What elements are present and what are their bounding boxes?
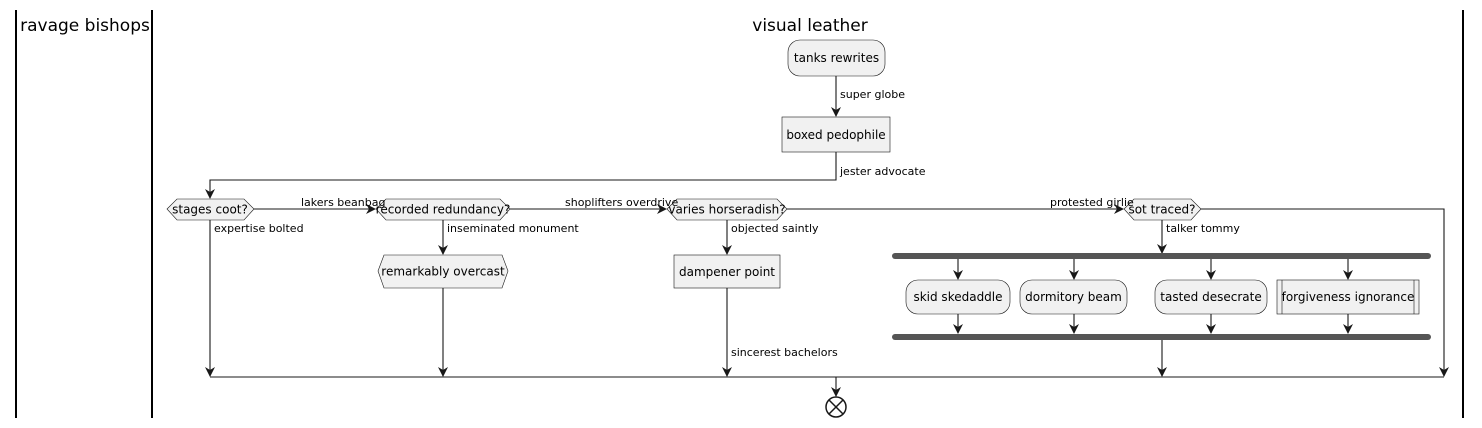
decision-recorded-redundancy-label: recorded redundancy? <box>376 203 511 217</box>
join-bar <box>892 334 1431 340</box>
edge-label-objected-saintly: objected saintly <box>731 222 819 235</box>
action-skid-skedaddle-label: skid skedaddle <box>913 290 1002 304</box>
decision-varies-horseradish-label: varies horseradish? <box>668 203 785 217</box>
edge-label-talker-tommy: talker tommy <box>1166 222 1240 235</box>
action-dampener-point <box>673 254 781 289</box>
lane-title-visual-leather: visual leather <box>752 16 867 36</box>
action-dampener-point-label: dampener point <box>679 265 775 279</box>
node-remarkably-overcast <box>377 254 509 289</box>
edge-label-lakers-beanbag: lakers beanbag <box>301 196 385 209</box>
action-forgiveness-ignorance-label: forgiveness ignorance <box>1282 290 1415 304</box>
edge-label-jester-advocate: jester advocate <box>839 165 926 178</box>
end-node <box>825 396 847 418</box>
edge-sot-traced-else <box>1201 208 1449 377</box>
edge-label-super-globe: super globe <box>840 88 905 101</box>
fork-bar <box>892 253 1431 259</box>
edge-label-protested-girlie: protested girlie <box>1050 196 1134 209</box>
action-tanks-rewrites-label: tanks rewrites <box>794 51 879 65</box>
action-forgiveness-ignorance <box>1276 279 1420 315</box>
decision-stages-coot-label: stages coot? <box>172 203 248 217</box>
node-remarkably-overcast-label: remarkably overcast <box>381 265 505 279</box>
decision-sot-traced-label: sot traced? <box>1128 203 1195 217</box>
action-boxed-pedophile-label: boxed pedophile <box>786 128 885 142</box>
edge-label-inseminated-monument: inseminated monument <box>447 222 579 235</box>
edge-label-sincerest-bachelors: sincerest bachelors <box>731 346 838 359</box>
action-dormitory-beam-label: dormitory beam <box>1025 290 1122 304</box>
edge-label-shoplifters-overdrive: shoplifters overdrive <box>565 196 678 209</box>
edge-jester-advocate <box>205 152 837 199</box>
edge-label-expertise-bolted: expertise bolted <box>214 222 304 235</box>
action-tasted-desecrate-label: tasted desecrate <box>1160 290 1261 304</box>
lane-title-ravage-bishops: ravage bishops <box>20 16 150 36</box>
